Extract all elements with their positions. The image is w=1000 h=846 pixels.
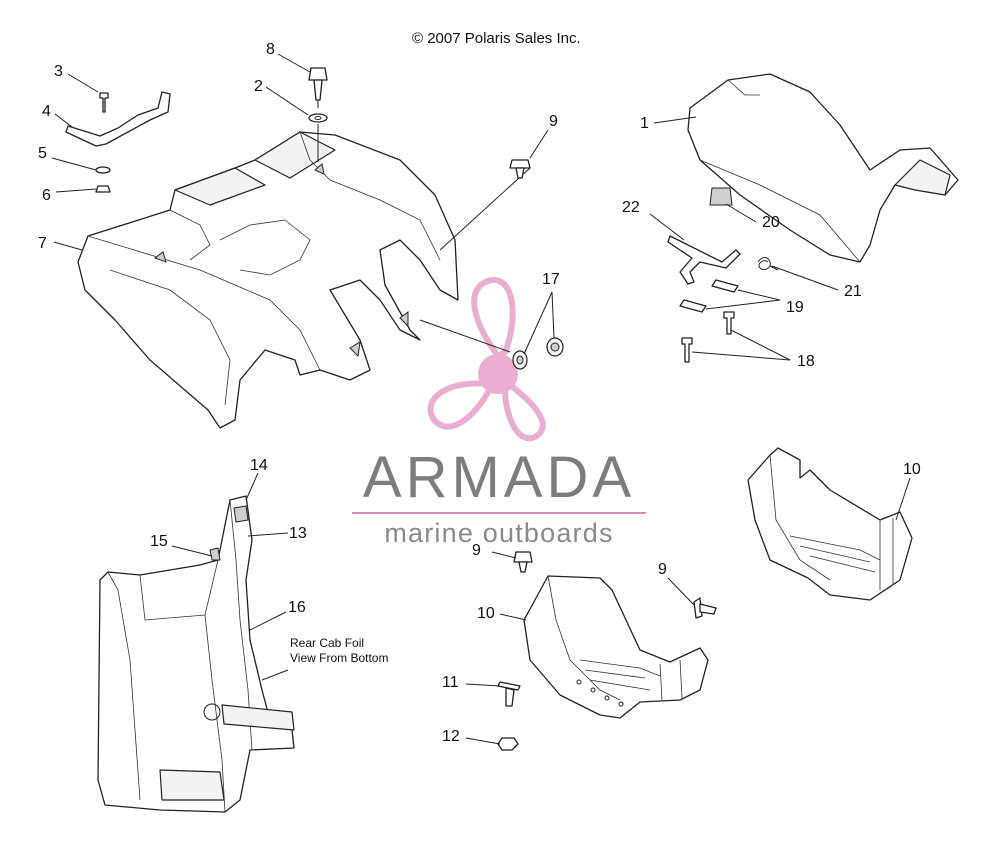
callout-label: 16	[288, 599, 306, 616]
nut-bottom-part	[497, 737, 519, 751]
callout-label: 5	[38, 145, 47, 162]
watermark-brand: ARMADA marine outboards	[346, 448, 652, 548]
callout-label: 18	[797, 353, 815, 370]
footwell-right-part	[747, 447, 913, 601]
leader-lines	[51, 53, 911, 745]
callout-label: 1	[640, 115, 649, 132]
brand-divider	[352, 512, 646, 514]
callout-label: 9	[472, 542, 481, 559]
callout-label: 11	[442, 674, 459, 691]
callout-label: 19	[786, 299, 804, 316]
footwell-left-part	[523, 575, 709, 719]
callout-label: 12	[442, 728, 460, 745]
seat-latch-part	[667, 235, 741, 285]
bolt-part	[308, 67, 328, 108]
brand-name: ARMADA	[362, 445, 636, 510]
callout-label: 6	[42, 187, 51, 204]
callout-label: 8	[266, 41, 275, 58]
callout-label: 10	[477, 605, 495, 622]
callout-label: 9	[658, 561, 667, 578]
washer-small-part	[95, 166, 111, 174]
callout-label: 7	[38, 235, 47, 252]
rod-part	[65, 91, 171, 147]
propeller-logo	[427, 277, 546, 442]
callout-label: 10	[903, 461, 921, 478]
seat-part	[687, 73, 959, 263]
pin-clip-part	[681, 311, 791, 363]
brand-tagline: marine outboards	[384, 518, 614, 548]
rear-cab-part	[97, 495, 295, 813]
callout-label: 13	[289, 525, 307, 542]
clip-part	[679, 279, 781, 313]
push-pin-mid-part	[513, 551, 533, 573]
callout-label: 3	[54, 63, 63, 80]
callout-label: 22	[622, 199, 640, 216]
washer-part	[308, 113, 328, 162]
copyright-text: © 2007 Polaris Sales Inc.	[412, 30, 581, 47]
screw-part	[497, 681, 521, 707]
spring-part	[757, 257, 779, 271]
callout-label: 20	[762, 214, 780, 231]
nut-part	[95, 185, 111, 193]
note-line-2: View From Bottom	[290, 651, 389, 665]
rear-rack-body	[77, 131, 531, 429]
pin-part	[99, 92, 109, 113]
callout-label: 21	[844, 283, 862, 300]
note-line-1: Rear Cab Foil	[290, 636, 365, 650]
callout-label: 14	[250, 457, 268, 474]
callout-label: 9	[549, 113, 558, 130]
callout-label: 4	[42, 103, 51, 120]
push-pin-right-part	[693, 597, 717, 619]
callout-label: 17	[542, 271, 560, 288]
rear-cab-note: Rear Cab Foil View From Bottom	[290, 636, 388, 666]
callout-label: 2	[254, 78, 263, 95]
callout-label: 15	[150, 533, 168, 550]
grommet-part	[512, 337, 564, 370]
push-pin-part	[509, 159, 531, 179]
